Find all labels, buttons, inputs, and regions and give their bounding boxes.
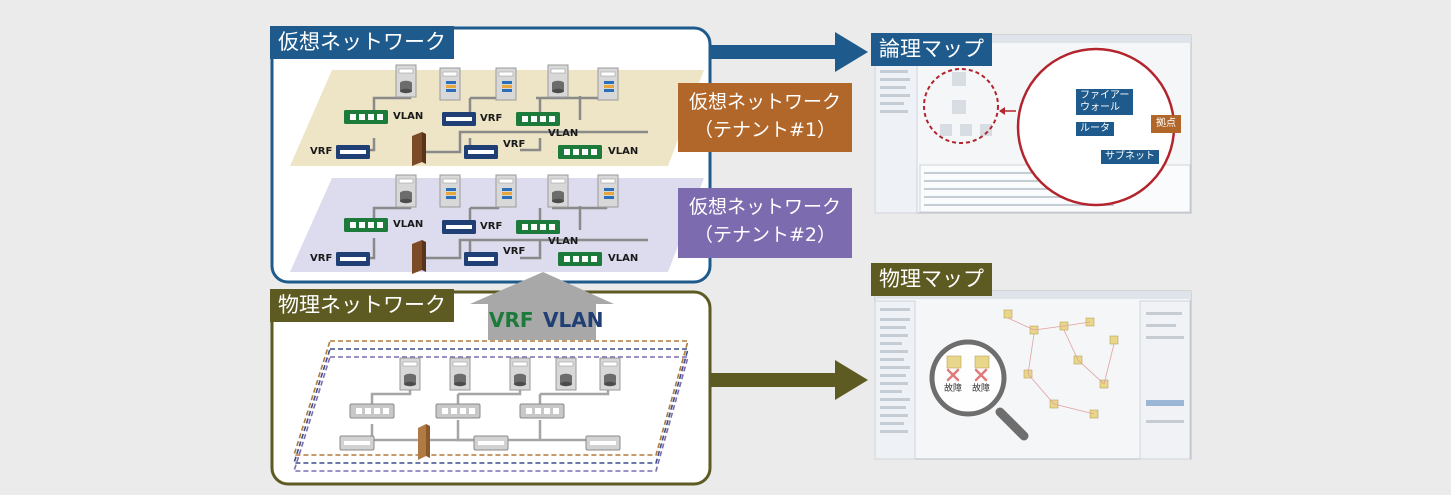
physical-map-fault-1: 故障 [944, 384, 963, 394]
arrow-to-logical-map [710, 45, 840, 59]
up-arrow [470, 272, 614, 340]
tenant1-label-line1: 仮想ネットワーク [688, 91, 841, 113]
tenant2-label-line1: 仮想ネットワーク [688, 196, 841, 218]
tenant2-vrf-tag-2: VRF [310, 253, 333, 264]
physical-dashed-layers [292, 340, 690, 472]
tenant1-label-line2: （テナント#1） [693, 119, 836, 141]
physical-nodes [339, 358, 621, 460]
physical-map-title: 物理マップ [871, 263, 992, 296]
physical-map-fault-2: 故障 [972, 384, 991, 394]
arrow-vrf-label: VRF [489, 308, 534, 332]
logical-map-subnet: サブネット [1101, 150, 1159, 164]
tenant2-vlan-tag-2: VLAN [548, 236, 579, 247]
tenant2-vrf-tag-3: VRF [503, 246, 526, 257]
logical-map-title: 論理マップ [871, 33, 992, 66]
physical-map-screenshot [874, 290, 1192, 460]
logical-map-router: ルータ [1076, 122, 1114, 136]
tenant1-vrf-tag-2: VRF [310, 146, 333, 157]
physical-network-title: 物理ネットワーク [270, 289, 454, 322]
tenant2-label: 仮想ネットワーク （テナント#2） [678, 188, 852, 258]
arrow-to-physical-map [710, 373, 840, 387]
tenant1-label: 仮想ネットワーク （テナント#1） [678, 83, 852, 152]
tenant1-vrf-tag-3: VRF [503, 139, 526, 150]
tenant2-vlan-tag-3: VLAN [608, 253, 639, 264]
virtual-network-title: 仮想ネットワーク [270, 26, 454, 59]
logical-map-firewall: ファイアー ウォール [1076, 89, 1134, 115]
tenant2-vrf-tag-1: VRF [480, 221, 503, 232]
tenant1-vrf-tag-1: VRF [480, 113, 503, 124]
tenant2-vlan-tag-1: VLAN [393, 219, 424, 230]
tenant1-vlan-tag-2: VLAN [548, 128, 579, 139]
tenant1-vlan-tag-1: VLAN [393, 111, 424, 122]
tenant2-label-line2: （テナント#2） [693, 224, 836, 246]
tenant1-vlan-tag-3: VLAN [608, 146, 639, 157]
logical-map-site: 拠点 [1151, 115, 1181, 133]
arrow-vlan-label: VLAN [543, 308, 604, 332]
